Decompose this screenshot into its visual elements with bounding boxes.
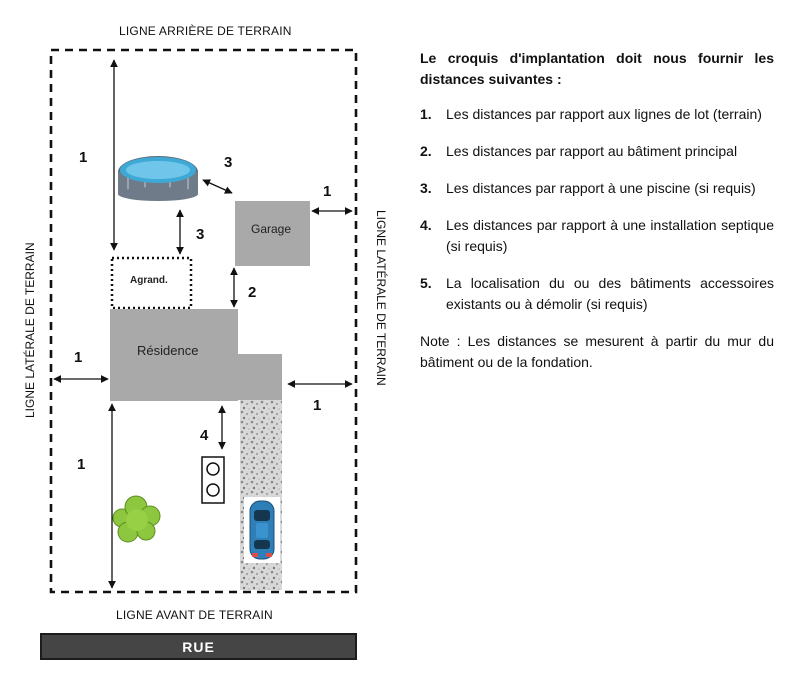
requirement-item: 5. La localisation du ou des bâtiments a…	[420, 273, 774, 315]
septic-icon	[201, 456, 225, 504]
measurement-note: Note : Les distances se mesurent à parti…	[420, 333, 774, 370]
requirement-item: 3. Les distances par rapport à une pisci…	[420, 178, 774, 199]
street-bar: RUE	[40, 633, 357, 660]
residence-label: Résidence	[137, 343, 199, 358]
requirement-text: Les distances par rapport à une piscine …	[446, 180, 756, 196]
requirement-number: 1.	[420, 106, 432, 122]
car-icon	[249, 500, 275, 560]
requirements-panel: Le croquis d'implantation doit nous four…	[420, 48, 774, 387]
requirement-text: La localisation du ou des bâtiments acce…	[446, 275, 774, 312]
distance-number: 1	[323, 183, 332, 200]
requirement-text: Les distances par rapport à une installa…	[446, 217, 774, 254]
requirement-item: 1. Les distances par rapport aux lignes …	[420, 104, 774, 125]
requirements-heading: Le croquis d'implantation doit nous four…	[420, 50, 774, 87]
requirement-text: Les distances par rapport aux lignes de …	[446, 106, 762, 122]
distance-number: 3	[196, 226, 205, 243]
distance-number: 1	[74, 349, 83, 366]
extension-label: Agrand.	[130, 275, 168, 286]
distance-number: 1	[79, 149, 88, 166]
requirement-item: 2. Les distances par rapport au bâtiment…	[420, 141, 774, 162]
distance-number: 1	[313, 397, 322, 414]
distance-number: 1	[77, 456, 86, 473]
distance-number: 2	[248, 284, 257, 301]
front-lot-line-label: LIGNE AVANT DE TERRAIN	[116, 608, 273, 622]
requirement-text: Les distances par rapport au bâtiment pr…	[446, 143, 738, 159]
requirement-number: 5.	[420, 275, 432, 291]
garage-label: Garage	[251, 222, 292, 236]
requirement-number: 3.	[420, 180, 432, 196]
requirement-item: 4. Les distances par rapport à une insta…	[420, 215, 774, 257]
residence-building	[110, 309, 238, 401]
tree-icon	[112, 495, 161, 543]
requirement-number: 2.	[420, 143, 432, 159]
distance-number: 3	[224, 154, 233, 171]
pool-icon	[118, 156, 198, 201]
arrow-pool-to-garage	[202, 179, 233, 194]
garage-building	[235, 201, 310, 266]
right-lot-line-label: LIGNE LATÉRALE DE TERRAIN	[374, 210, 388, 386]
distance-number: 4	[200, 427, 209, 444]
lot-boundary	[49, 48, 358, 594]
left-lot-line-label: LIGNE LATÉRALE DE TERRAIN	[23, 242, 37, 418]
back-lot-line-label: LIGNE ARRIÈRE DE TERRAIN	[119, 24, 292, 38]
residence-annex	[238, 354, 282, 400]
requirement-number: 4.	[420, 217, 432, 233]
